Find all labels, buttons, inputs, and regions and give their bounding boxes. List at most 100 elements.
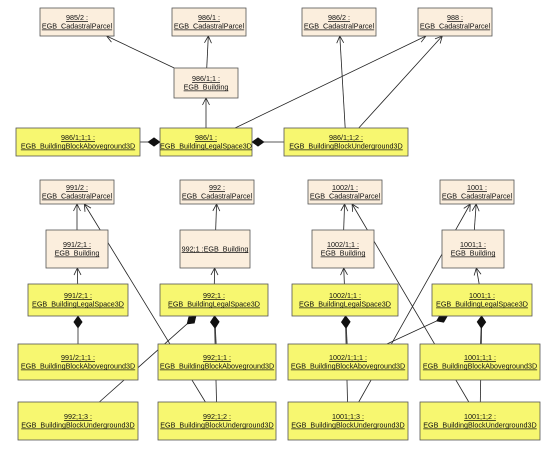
object-box-a1001_11[interactable]: 1001;1;1 :EGB_BuildingBlockAboveground3D: [419, 343, 541, 381]
edge-u986_112-to-p986_2: [336, 35, 346, 129]
edge-line: [99, 323, 188, 403]
composition-diamond: [340, 315, 351, 329]
object-box-u1001_13[interactable]: 1001;1;3 :EGB_BuildingBlockUnderground3D: [287, 401, 409, 441]
object-box-background: [431, 283, 533, 317]
edge-b986_1_1-to-p985_2: [105, 35, 175, 69]
object-class-label: EGB_CadastralParcel: [182, 192, 253, 201]
object-name-label: 1001;1 :: [469, 291, 495, 300]
object-box-background: [179, 179, 255, 205]
object-box-b986_1_1[interactable]: 986/1;1 :EGB_Building: [173, 67, 239, 99]
object-name-label: 992 :: [209, 183, 225, 192]
composition-diamond: [186, 315, 197, 325]
object-name-label: 1002/1;1;1 :: [329, 353, 367, 362]
object-box-a986_111[interactable]: 986/1;1;1 :EGB_BuildingBlockAboveground3…: [15, 127, 141, 157]
object-box-p992[interactable]: 992 :EGB_CadastralParcel: [179, 179, 255, 205]
object-box-b991_2_1[interactable]: 991/2;1 :EGB_Building: [45, 229, 109, 269]
object-box-b1002_1_1[interactable]: 1002/1;1 :EGB_Building: [311, 229, 375, 269]
edge-l986_1-to-p988: [234, 35, 427, 129]
object-box-a992_11[interactable]: 992;1;1 :EGB_BuildingBlockAboveground3D: [157, 343, 277, 381]
object-class-label: EGB_Building: [55, 249, 100, 258]
object-name-label: 991/2;1 :: [64, 291, 92, 300]
object-class-label: EGB_BuildingBlockUnderground3D: [289, 142, 402, 151]
object-box-a1002_111[interactable]: 1002/1;1;1 :EGB_BuildingBlockAboveground…: [287, 343, 409, 381]
object-box-l991_2_1[interactable]: 991/2;1 :EGB_BuildingLegalSpace3D: [27, 283, 129, 317]
object-class-label: EGB_BuildingBlockAboveground3D: [160, 362, 274, 371]
object-box-background: [39, 179, 115, 205]
object-name-label: 991/2;1 :: [63, 240, 91, 249]
edge-line: [339, 35, 346, 129]
object-class-label: EGB_CadastralParcel: [310, 192, 381, 201]
edge-a991_211-to-l991_2_1: [73, 315, 83, 344]
object-box-p991_2[interactable]: 991/2 :EGB_CadastralParcel: [39, 179, 115, 205]
object-box-l1001_1[interactable]: 1001;1 :EGB_BuildingLegalSpace3D: [431, 283, 533, 317]
object-box-p988[interactable]: 988 :EGB_CadastralParcel: [417, 7, 493, 37]
object-box-background: [419, 343, 541, 381]
object-name-label: 986/1;1;2 :: [329, 133, 363, 142]
object-class-label: EGB_Building: [451, 249, 496, 258]
object-name-label: 1001;1;3 :: [332, 412, 364, 421]
object-class-label: EGB_BuildingLegalSpace3D: [299, 300, 391, 309]
object-box-background: [283, 127, 409, 157]
edge-b1002_1_1-to-p1002_1: [340, 203, 349, 231]
edge-line: [214, 327, 217, 345]
object-name-label: 991/2;1;1 :: [61, 353, 95, 362]
composition-diamond: [251, 137, 265, 147]
object-class-label: EGB_CadastralParcel: [304, 22, 375, 31]
object-class-label: EGB_BuildingBlockAboveground3D: [21, 362, 135, 371]
object-class-label: EGB_BuildingBlockAboveground3D: [423, 362, 537, 371]
object-box-u992_13[interactable]: 992;1;3 :EGB_BuildingBlockUnderground3D: [17, 401, 139, 441]
edge-b992_1-to-p992: [212, 203, 221, 231]
object-box-a991_211[interactable]: 991/2;1;1 :EGB_BuildingBlockAboveground3…: [17, 343, 139, 381]
object-box-background: [173, 67, 239, 99]
edge-l992_1-to-b992_1: [210, 267, 219, 285]
object-box-l1002_1[interactable]: 1002/1;1 :EGB_BuildingLegalSpace3D: [291, 283, 399, 317]
object-class-label: EGB_BuildingBlockAboveground3D: [21, 142, 135, 151]
object-box-p986_1[interactable]: 986/1 :EGB_CadastralParcel: [171, 7, 247, 37]
edge-line: [234, 35, 427, 129]
object-box-b1001_1[interactable]: 1001;1 :EGB_Building: [441, 229, 505, 269]
object-name-label: 1002/1;1 :: [329, 291, 361, 300]
object-name-label: 1001;1 :: [460, 240, 486, 249]
composition-diamond: [477, 315, 487, 329]
edge-u986_112-to-l986_1: [251, 137, 284, 147]
object-box-p986_2[interactable]: 986/2 :EGB_CadastralParcel: [301, 7, 377, 37]
edge-u992_13-to-l992_1: [99, 315, 197, 403]
edge-line: [106, 35, 175, 69]
object-box-u992_12[interactable]: 992;1;2 :EGB_BuildingBlockUnderground3D: [157, 401, 277, 441]
edge-line: [343, 203, 345, 231]
object-name-label: 992;1;2 :: [203, 412, 231, 421]
object-class-label: EGB_BuildingBlockUnderground3D: [423, 421, 536, 430]
object-name-label: 992;1 :: [203, 291, 225, 300]
edge-line: [358, 35, 443, 129]
object-box-background: [157, 401, 277, 441]
object-class-label: EGB_BuildingLegalSpace3D: [436, 300, 528, 309]
object-name-label: 986/1 :: [198, 13, 220, 22]
edge-line: [206, 35, 209, 69]
object-box-b992_1[interactable]: 992;1 :EGB_Building: [179, 229, 251, 269]
object-box-l992_1[interactable]: 992;1 :EGB_BuildingLegalSpace3D: [159, 283, 269, 317]
object-box-u1001_12[interactable]: 1001;1;2 :EGB_BuildingBlockUnderground3D: [419, 401, 541, 441]
edge-b991_2_1-to-p991_2: [73, 203, 81, 230]
object-box-p985_2[interactable]: 985/2 :EGB_CadastralParcel: [39, 7, 115, 37]
object-box-background: [439, 179, 515, 205]
object-name-label: 988 :: [447, 13, 463, 22]
object-box-p1002_1[interactable]: 1002/1 :EGB_CadastralParcel: [307, 179, 383, 205]
object-box-l986_1[interactable]: 986/1 :EGB_BuildingLegalSpace3D: [159, 127, 253, 157]
object-name-label: 1002/1;1 :: [327, 240, 359, 249]
object-box-p1001[interactable]: 1001 :EGB_CadastralParcel: [439, 179, 515, 205]
object-box-u986_112[interactable]: 986/1;1;2 :EGB_BuildingBlockUnderground3…: [283, 127, 409, 157]
object-class-label: EGB_Building: [184, 83, 229, 92]
object-class-label: EGB_BuildingLegalSpace3D: [32, 300, 124, 309]
object-box-background: [45, 229, 109, 269]
object-box-background: [287, 343, 409, 381]
object-box-background: [287, 401, 409, 441]
object-box-background: [15, 127, 141, 157]
edge-l1001_1-to-b1001_1: [473, 267, 482, 285]
object-class-label: EGB_BuildingLegalSpace3D: [160, 142, 252, 151]
object-box-background: [301, 7, 377, 37]
composition-diamond: [147, 137, 161, 147]
object-name-label: 986/2 :: [328, 13, 350, 22]
edge-l986_1-to-b986_1_1: [202, 97, 210, 128]
